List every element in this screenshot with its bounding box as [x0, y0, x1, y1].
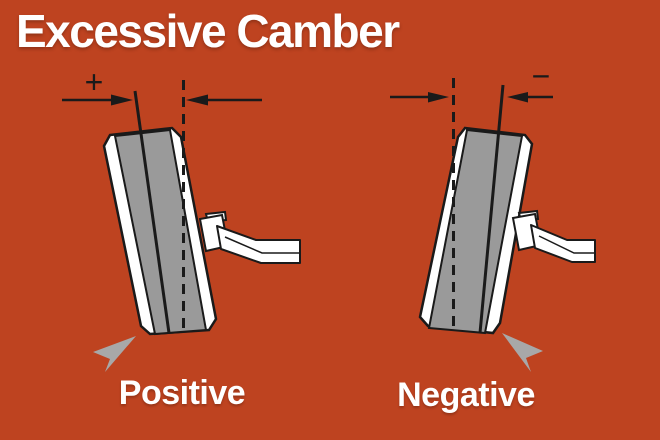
label-positive: Positive [118, 374, 246, 412]
control-arm [530, 224, 596, 263]
label-negative: Negative [397, 376, 535, 414]
plus-sign: + [84, 64, 104, 100]
left-arrow-icon [186, 94, 208, 106]
page-title: Excessive Camber [16, 5, 400, 57]
gray-pointer-icon-left [93, 336, 136, 372]
camber-angle-arrows-left [62, 94, 262, 106]
suspension-arm-right [511, 209, 596, 263]
suspension-arm-left [198, 210, 301, 264]
gray-pointer-icon-right [502, 333, 543, 372]
control-arm [216, 225, 301, 264]
left-arrow-icon [507, 92, 528, 103]
control-arm-edge-line [224, 236, 300, 254]
positive-camber-diagram [62, 80, 301, 372]
camber-tilt-line-left [133, 90, 171, 334]
tire-tread-left [113, 128, 208, 336]
camber-angle-arrows-right [390, 92, 553, 103]
right-arrow-icon [428, 92, 449, 103]
camber-tilt-line-right [478, 84, 505, 334]
negative-camber-diagram [390, 78, 596, 372]
control-arm-edge-line [538, 235, 595, 254]
minus-sign: − [531, 58, 551, 94]
right-arrow-icon [111, 94, 133, 106]
